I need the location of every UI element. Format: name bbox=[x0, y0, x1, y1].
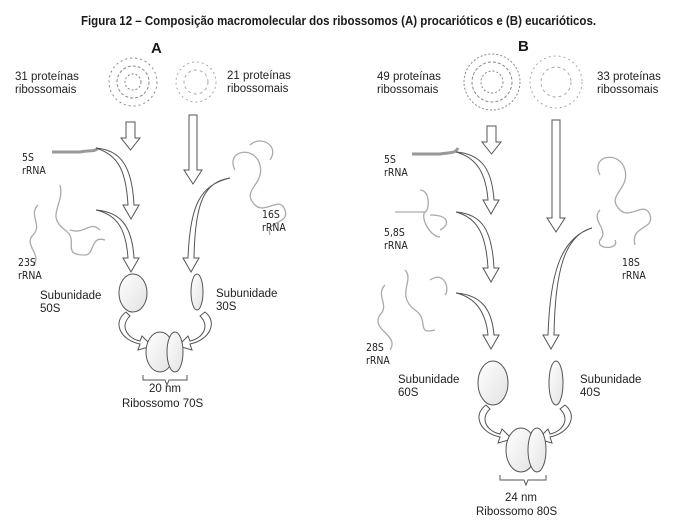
arrow-proteins-large-a bbox=[119, 121, 142, 151]
rrna-16s-a bbox=[232, 140, 287, 236]
subunit-30s-shape bbox=[190, 273, 204, 311]
arrow-28s-to-60s bbox=[455, 292, 500, 351]
size-bracket-a bbox=[142, 375, 188, 387]
ribosome-80s-small bbox=[527, 427, 547, 473]
arrow-5s-to-50s bbox=[95, 147, 140, 221]
size-bracket-b bbox=[499, 475, 547, 487]
label-subunit-50s: Subunidade 50S bbox=[40, 290, 102, 315]
subunit-60s-shape bbox=[477, 360, 509, 406]
label-rrna-23s-a: 23S rRNA bbox=[18, 256, 42, 282]
label-subunit-30s: Subunidade 30S bbox=[216, 288, 278, 313]
subunit-50s-shape bbox=[118, 273, 148, 313]
arrow-proteins-small-b bbox=[546, 119, 566, 233]
rrna-23s-a bbox=[29, 184, 106, 266]
rrna-28s-b bbox=[377, 269, 448, 351]
arrow-5s-to-60s bbox=[455, 151, 500, 216]
panel-a bbox=[29, 57, 287, 387]
panel-label-b: B bbox=[518, 38, 529, 55]
arrow-16s-to-30s bbox=[182, 177, 231, 274]
rrna-5s-a bbox=[52, 146, 100, 154]
arrow-proteins-small-a bbox=[183, 114, 203, 185]
arrow-58s-to-60s bbox=[455, 211, 500, 284]
label-ribosome-70s: Ribossomo 70S bbox=[122, 398, 204, 410]
arrow-18s-to-40s bbox=[542, 227, 593, 351]
arrow-23s-to-50s bbox=[95, 209, 140, 274]
label-size-b: 24 nm bbox=[505, 492, 537, 504]
protein-cluster-small-b bbox=[529, 55, 583, 109]
label-large-proteins-b: 49 proteínas ribossomais bbox=[377, 71, 441, 96]
rrna-18s-b bbox=[596, 156, 652, 249]
arrow-30s-to-70s bbox=[177, 311, 212, 351]
label-ribosome-80s: Ribossomo 80S bbox=[476, 506, 558, 518]
label-subunit-40s: Subunidade 40S bbox=[580, 374, 642, 399]
arrow-proteins-large-b bbox=[480, 125, 503, 155]
label-rrna-5s-b: 5S rRNA bbox=[384, 153, 408, 179]
label-rrna-28s-b: 28S rRNA bbox=[366, 341, 390, 367]
arrow-60s-to-80s bbox=[478, 404, 513, 444]
label-small-proteins-a: 21 proteínas ribossomais bbox=[227, 70, 291, 95]
label-rrna-16s-a: 16S rRNA bbox=[262, 208, 286, 234]
protein-cluster-large-b bbox=[463, 53, 521, 111]
label-small-proteins-b: 33 proteínas ribossomais bbox=[597, 71, 661, 96]
label-rrna-18s-b: 18S rRNA bbox=[622, 256, 646, 282]
subunit-40s-shape bbox=[548, 360, 564, 406]
figure-title: Figura 12 – Composição macromolecular do… bbox=[80, 14, 597, 28]
rrna-58s-b bbox=[395, 189, 448, 238]
panel-label-a: A bbox=[151, 40, 162, 57]
label-rrna-58s-b: 5,8S rRNA bbox=[384, 226, 408, 252]
protein-cluster-large-a bbox=[108, 57, 158, 107]
panel-b bbox=[377, 53, 652, 487]
protein-cluster-small-a bbox=[175, 61, 217, 103]
arrow-50s-to-70s bbox=[118, 311, 153, 351]
rrna-5s-b bbox=[412, 147, 460, 156]
label-large-proteins-a: 31 proteínas ribossomais bbox=[15, 71, 79, 96]
ribosome-70s-small bbox=[166, 331, 184, 373]
label-rrna-5s-a: 5S rRNA bbox=[22, 151, 46, 177]
label-size-a: 20 nm bbox=[149, 383, 181, 395]
label-subunit-60s: Subunidade 60S bbox=[398, 374, 460, 399]
